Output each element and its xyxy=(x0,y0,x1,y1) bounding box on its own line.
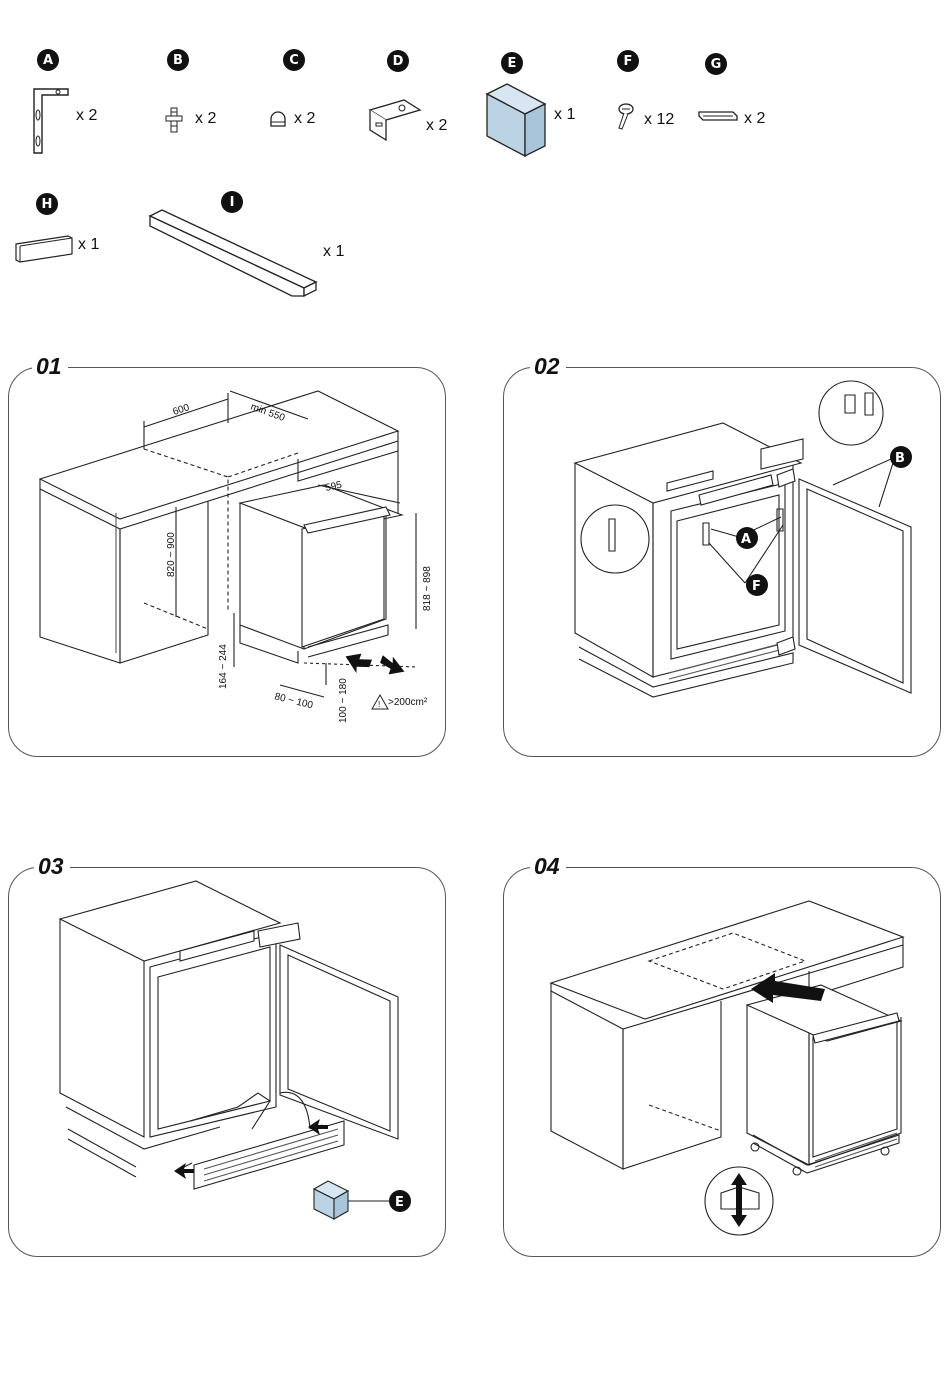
dim-width-label: 600 xyxy=(172,402,192,418)
dim-plinth-height-label: 164 ~ 244 xyxy=(218,644,229,689)
part-i-qty: x 1 xyxy=(323,243,344,261)
part-d-qty: x 2 xyxy=(426,117,447,135)
callout-f-label: F xyxy=(752,579,761,594)
part-e-qty: x 1 xyxy=(554,106,575,124)
part-a-badge: A xyxy=(37,49,59,71)
part-h-qty: x 1 xyxy=(78,236,99,254)
dim-niche-height-label: 820 ~ 900 xyxy=(166,532,177,577)
step-01-illustration: ! 600 min 550 595 820 ~ 900 818 ~ 898 16… xyxy=(8,367,444,755)
part-g-badge: G xyxy=(705,53,727,75)
screw-b-icon xyxy=(163,106,187,136)
strip-h-icon xyxy=(14,234,76,266)
part-a-qty: x 2 xyxy=(76,107,97,125)
cap-c-icon xyxy=(268,110,288,130)
bracket-d-icon xyxy=(364,96,424,144)
part-c-qty: x 2 xyxy=(294,110,315,128)
screw-f-icon xyxy=(612,102,640,132)
part-g-qty: x 2 xyxy=(744,110,765,128)
part-c-badge: C xyxy=(283,49,305,71)
part-f-badge: F xyxy=(617,50,639,72)
dim-plinth-depth-label: 80 ~ 100 xyxy=(273,691,314,711)
cover-g-icon xyxy=(697,108,741,126)
part-b-qty: x 2 xyxy=(195,110,216,128)
part-d-badge: D xyxy=(387,50,409,72)
box-e-icon xyxy=(485,82,547,158)
part-h-badge: H xyxy=(36,193,58,215)
svg-text:!: ! xyxy=(378,700,380,709)
dim-plinth-gap-label: 100 ~ 180 xyxy=(338,678,349,723)
callout-a-label: A xyxy=(741,532,751,547)
rail-i-icon xyxy=(148,208,320,300)
callout-b-label: B xyxy=(895,451,905,466)
dim-appliance-height-label: 818 ~ 898 xyxy=(422,566,433,611)
part-e-badge: E xyxy=(501,52,523,74)
part-f-qty: x 12 xyxy=(644,111,674,129)
step-03-illustration: E xyxy=(8,867,444,1255)
ventilation-label: >200cm² xyxy=(388,697,428,708)
part-b-badge: B xyxy=(167,49,189,71)
step-02-illustration: A B F xyxy=(503,367,939,755)
step-04-illustration xyxy=(503,867,939,1255)
callout-e-label: E xyxy=(395,1195,404,1210)
bracket-a-icon xyxy=(22,85,74,157)
